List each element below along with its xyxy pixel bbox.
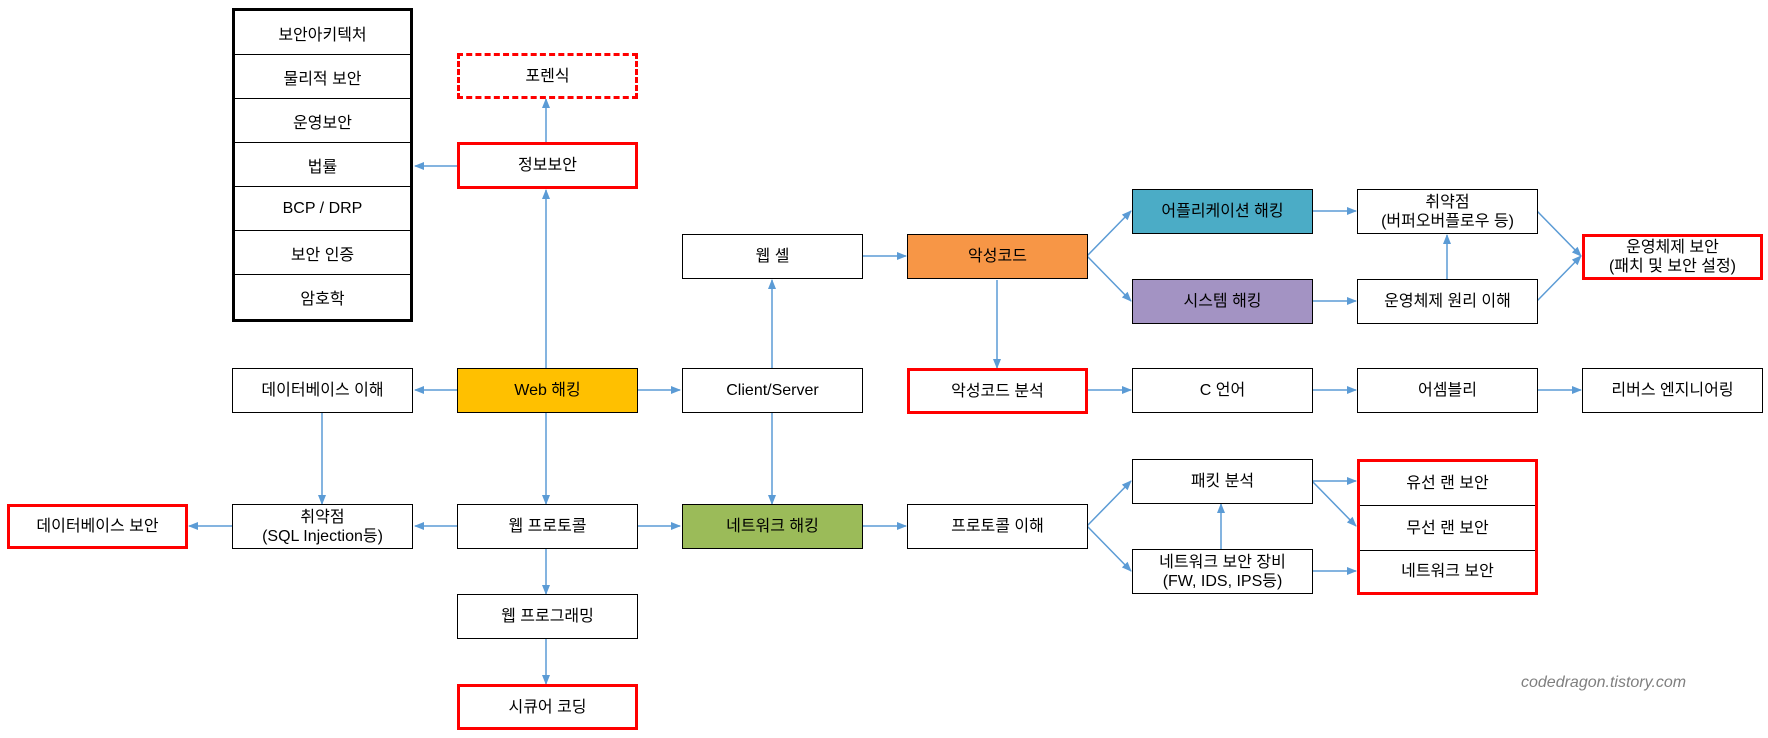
node-assembly: 어셈블리 <box>1357 368 1538 413</box>
node-vuln-sqli-title: 취약점 <box>300 508 345 526</box>
edge-protocol-to-net-device <box>1086 525 1132 572</box>
node-net-device-subtitle: (FW, IDS, IPS등) <box>1162 572 1283 590</box>
node-os-security-title: 운영체제 보안 <box>1626 239 1719 256</box>
edge-os-principles-to-os-security <box>1536 255 1582 302</box>
node-wireless-lan: 무선 랜 보안 <box>1360 506 1535 551</box>
edge-malware-to-app-hacking <box>1086 210 1132 257</box>
edge-protocol-to-packet-analysis <box>1086 480 1132 527</box>
node-forensic: 포렌식 <box>457 53 638 99</box>
node-packet-analysis: 패킷 분석 <box>1132 459 1313 504</box>
node-wired-lan: 유선 랜 보안 <box>1360 462 1535 506</box>
node-web-hacking: Web 해킹 <box>457 368 638 413</box>
node-protocol-understanding: 프로토콜 이해 <box>907 504 1088 549</box>
node-os-security: 운영체제 보안 (패치 및 보안 설정) <box>1582 234 1763 280</box>
watermark: codedragon.tistory.com <box>1521 674 1687 691</box>
node-malware-analysis: 악성코드 분석 <box>907 368 1088 414</box>
node-vuln-bof-title: 취약점 <box>1425 193 1470 211</box>
node-info-security: 정보보안 <box>457 142 638 189</box>
node-db-understanding: 데이터베이스 이해 <box>232 368 413 413</box>
node-reversing: 리버스 엔지니어링 <box>1582 368 1763 413</box>
edge-malware-to-system-hacking <box>1086 255 1132 302</box>
node-net-device: 네트워크 보안 장비 (FW, IDS, IPS등) <box>1132 549 1313 594</box>
stack-item-cryptography: 암호학 <box>300 291 345 308</box>
node-app-hacking: 어플리케이션 해킹 <box>1132 189 1313 234</box>
node-db-security: 데이터베이스 보안 <box>7 504 188 549</box>
stack-item-architecture: 보안아키텍처 <box>235 11 410 55</box>
node-network-security: 네트워크 보안 <box>1401 563 1494 580</box>
stack-item-operations: 운영보안 <box>235 99 410 143</box>
node-vuln-sqli: 취약점 (SQL Injection등) <box>232 504 413 549</box>
node-webshell: 웹 셸 <box>682 234 863 279</box>
node-vuln-bof: 취약점 (버퍼오버플로우 등) <box>1357 189 1538 234</box>
node-web-protocol: 웹 프로토콜 <box>457 504 638 549</box>
node-os-security-subtitle: (패치 및 보안 설정) <box>1608 258 1737 275</box>
node-os-principles: 운영체제 원리 이해 <box>1357 279 1538 324</box>
network-security-group: 유선 랜 보안 무선 랜 보안 네트워크 보안 <box>1357 459 1538 595</box>
security-domains-stack: 보안아키텍처 물리적 보안 운영보안 법률 BCP / DRP 보안 인증 암호… <box>232 8 413 322</box>
edge-packet-analysis-to-wireless <box>1311 480 1357 527</box>
node-c-language: C 언어 <box>1132 368 1313 413</box>
node-web-programming: 웹 프로그래밍 <box>457 594 638 639</box>
node-vuln-sqli-subtitle: (SQL Injection등) <box>262 527 383 545</box>
node-client-server: Client/Server <box>682 368 863 413</box>
stack-item-physical: 물리적 보안 <box>235 55 410 99</box>
node-network-hacking: 네트워크 해킹 <box>682 504 863 549</box>
edge-vuln-bof-to-os-security <box>1536 210 1582 257</box>
stack-item-law: 법률 <box>235 143 410 187</box>
node-secure-coding: 시큐어 코딩 <box>457 684 638 730</box>
node-vuln-bof-subtitle: (버퍼오버플로우 등) <box>1381 212 1514 230</box>
stack-item-bcp-drp: BCP / DRP <box>235 187 410 231</box>
node-net-device-title: 네트워크 보안 장비 <box>1159 553 1286 571</box>
stack-item-certification: 보안 인증 <box>235 231 410 275</box>
node-system-hacking: 시스템 해킹 <box>1132 279 1313 324</box>
node-malware: 악성코드 <box>907 234 1088 279</box>
